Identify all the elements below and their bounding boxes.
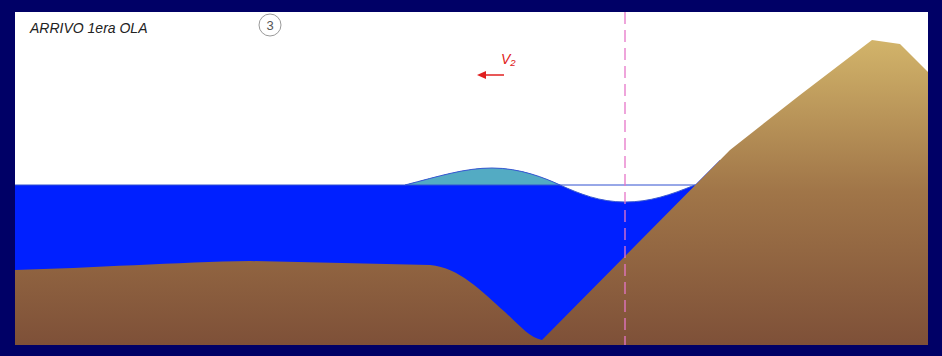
callout-circle: 3 bbox=[258, 13, 282, 37]
velocity-label: V₂ bbox=[501, 51, 516, 67]
callout-ring bbox=[259, 14, 281, 36]
callout-number: 3 bbox=[266, 18, 273, 33]
reference-line bbox=[624, 12, 625, 345]
velocity-arrowhead bbox=[477, 71, 486, 79]
wave-crest bbox=[405, 168, 560, 185]
velocity-arrow bbox=[484, 74, 504, 76]
seabed bbox=[15, 40, 928, 345]
panel bbox=[15, 12, 928, 345]
stage-title: ARRIVO 1era OLA bbox=[30, 20, 148, 36]
still-water-line bbox=[15, 185, 700, 186]
